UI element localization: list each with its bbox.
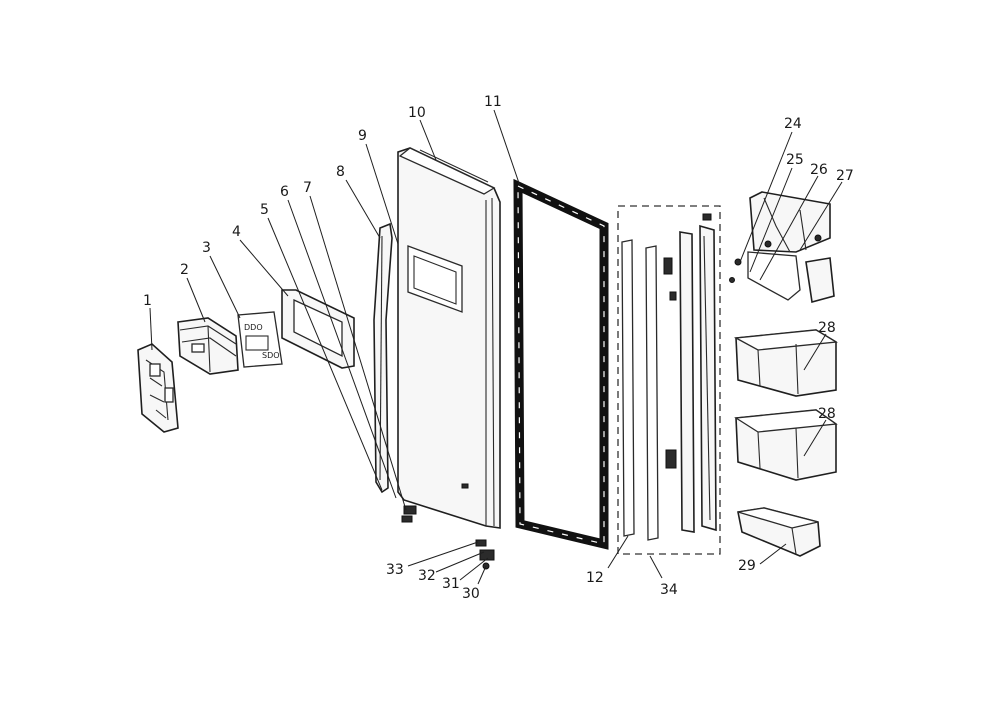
label-33: 33 <box>386 562 404 578</box>
label-10: 10 <box>408 105 426 121</box>
part-2-control-board <box>177 317 239 375</box>
group-34-shelf-assembly <box>617 205 721 555</box>
part-28-door-bin-lower <box>734 409 838 481</box>
panel-3-text-top: DDO <box>244 323 263 332</box>
label-8: 8 <box>336 164 345 180</box>
label-32: 32 <box>418 568 436 584</box>
part-8-door-trim <box>373 222 393 494</box>
part-10-door-panel <box>397 147 501 529</box>
parts-24-27-upper-bin <box>729 191 835 304</box>
label-25: 25 <box>786 152 804 168</box>
label-26: 26 <box>810 162 828 178</box>
label-11: 11 <box>484 94 502 110</box>
label-28-lower: 28 <box>818 406 836 422</box>
label-6: 6 <box>280 184 289 200</box>
panel-3-text-bottom: SDO <box>262 351 280 360</box>
label-31: 31 <box>442 576 460 592</box>
label-2: 2 <box>180 262 189 278</box>
label-12: 12 <box>586 570 604 586</box>
label-29: 29 <box>738 558 756 574</box>
callout-labels: 1 2 3 4 5 6 7 8 9 10 11 12 34 24 25 26 2… <box>143 94 854 602</box>
label-3: 3 <box>202 240 211 256</box>
label-9: 9 <box>358 128 367 144</box>
label-27: 27 <box>836 168 854 184</box>
part-1-dispenser-housing <box>137 343 179 433</box>
label-7: 7 <box>303 180 312 196</box>
label-34: 34 <box>660 582 678 598</box>
part-4-frame <box>281 289 355 369</box>
part-3-display-panel: DDO SDO <box>237 311 283 368</box>
label-5: 5 <box>260 202 269 218</box>
label-4: 4 <box>232 224 241 240</box>
leader-lines <box>149 109 843 585</box>
part-11-door-gasket <box>513 178 609 550</box>
part-28-door-bin-upper <box>733 329 839 397</box>
label-1: 1 <box>143 293 152 309</box>
label-28-upper: 28 <box>818 320 836 336</box>
label-24: 24 <box>784 116 802 132</box>
part-29-small-bin <box>737 507 821 557</box>
label-30: 30 <box>462 586 480 602</box>
